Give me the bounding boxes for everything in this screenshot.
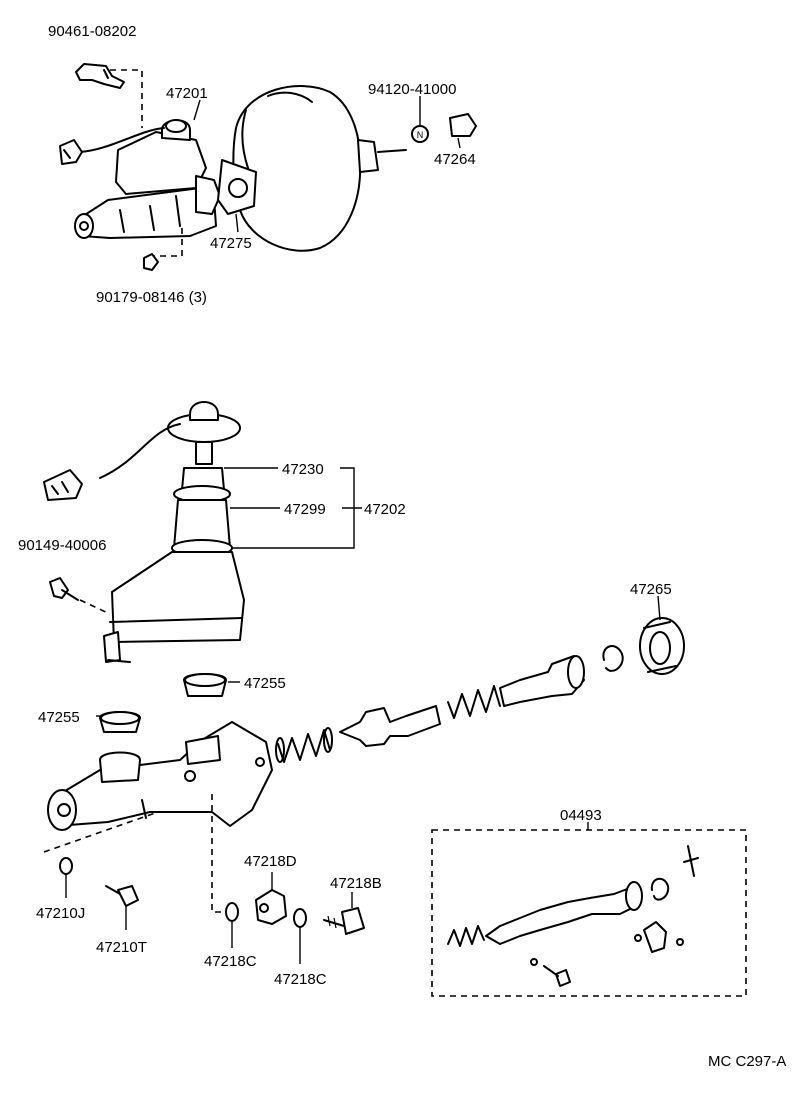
piston-parts — [275, 595, 685, 763]
label-47230: 47230 — [282, 461, 324, 478]
label-47265: 47265 — [630, 581, 672, 598]
gasket-part — [217, 159, 257, 215]
clevis-part — [449, 113, 477, 137]
nut-part — [143, 253, 159, 271]
reservoir-assembly — [43, 401, 362, 663]
label-47218b: 47218B — [330, 875, 382, 892]
label-47255-right: 47255 — [244, 675, 286, 692]
label-04493: 04493 — [560, 807, 602, 824]
brake-booster — [217, 85, 407, 252]
label-47201: 47201 — [166, 85, 208, 102]
bolt-47210t — [117, 885, 139, 907]
screw-part — [49, 577, 69, 599]
top-assembly: N — [59, 63, 477, 271]
small-parts — [59, 857, 365, 964]
label-47255-left: 47255 — [38, 709, 80, 726]
label-47218d: 47218D — [244, 853, 297, 870]
clamp-part — [75, 63, 125, 89]
label-47218c-right: 47218C — [274, 971, 327, 988]
kit-04493 — [431, 822, 747, 997]
master-cylinder-small — [59, 119, 221, 239]
label-47210j: 47210J — [36, 905, 85, 922]
label-47264: 47264 — [434, 151, 476, 168]
label-90149-40006: 90149-40006 — [18, 537, 106, 554]
bolt-47218b — [341, 907, 365, 935]
cylinder-body — [43, 673, 273, 913]
label-47275: 47275 — [210, 235, 252, 252]
label-90179-08146: 90179-08146 (3) — [96, 289, 207, 306]
label-47299: 47299 — [284, 501, 326, 518]
label-94120-41000: 94120-41000 — [368, 81, 456, 98]
label-47210t: 47210T — [96, 939, 147, 956]
diagram-code: MC C297-A — [708, 1053, 786, 1070]
n-mark-text: N — [417, 130, 424, 140]
label-47202: 47202 — [364, 501, 406, 518]
label-47218c-left: 47218C — [204, 953, 257, 970]
label-90461-08202: 90461-08202 — [48, 23, 136, 40]
washer-47210j — [59, 857, 73, 875]
